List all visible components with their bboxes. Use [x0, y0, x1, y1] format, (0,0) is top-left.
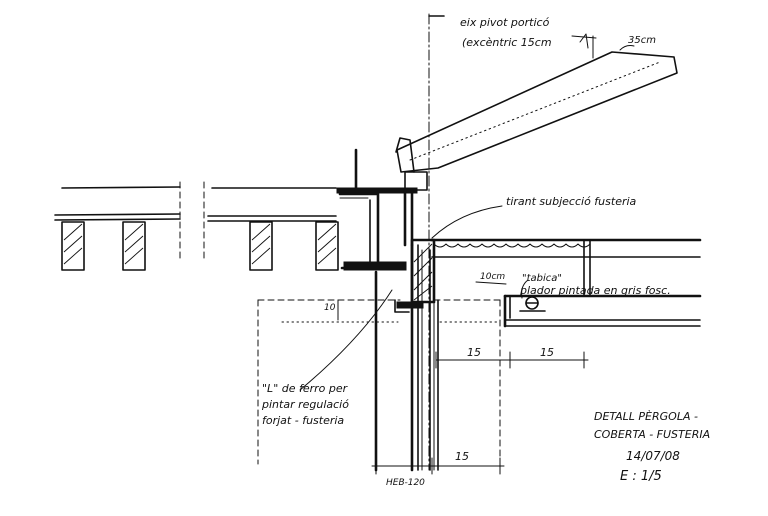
left-pergola-joists — [54, 181, 339, 271]
plasterboard-quote-label: "tabica" — [522, 273, 562, 284]
pivot-eccentric-label: (excèntric 15cm — [462, 36, 552, 49]
dim-bottom-label: 15 — [455, 450, 469, 463]
pivot-offset-label: 35cm — [628, 35, 656, 46]
angle-label-1: "L" de ferro per — [262, 382, 349, 395]
dimension-lines — [337, 281, 589, 475]
small-dim-label: 10 — [324, 303, 336, 313]
title-date: 14/07/08 — [626, 449, 680, 463]
pergola-roof-plank — [395, 45, 678, 173]
roof-deck — [430, 238, 702, 328]
title-line-2: COBERTA - FUSTERIA — [594, 428, 710, 441]
pivot-axis-label: eix pivot porticó — [460, 16, 550, 29]
board-dim-label: 10cm — [480, 272, 505, 282]
angle-label-3: forjat - fusteria — [262, 414, 344, 427]
timber-frame — [394, 238, 436, 313]
beam-label: HEB-120 — [386, 478, 425, 488]
leader-lines — [299, 35, 597, 391]
tie-rod-label: tirant subjecció fusteria — [506, 195, 637, 208]
heb-120-column — [374, 243, 439, 472]
steel-edge-frame — [338, 188, 414, 271]
slab-outline — [257, 299, 501, 465]
title-scale: E : 1/5 — [620, 469, 662, 484]
plasterboard-label: plador pintada en gris fosc. — [519, 284, 671, 297]
dim-left-label: 15 — [467, 346, 481, 359]
title-line-1: DETALL PÈRGOLA - — [594, 410, 698, 423]
pivot-bracket — [336, 33, 594, 194]
dim-right-label: 15 — [540, 346, 554, 359]
angle-label-2: pintar regulació — [261, 398, 349, 411]
